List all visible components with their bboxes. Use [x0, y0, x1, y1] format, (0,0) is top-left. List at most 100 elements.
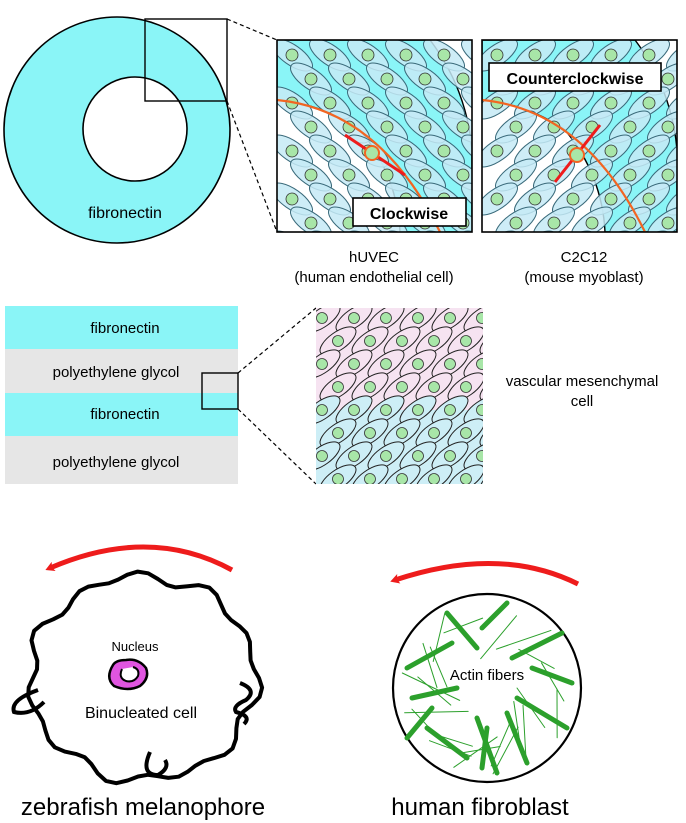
cell	[351, 372, 389, 402]
cell	[514, 182, 556, 216]
actin-fiber	[444, 610, 480, 651]
actin-fiber-thin	[518, 648, 555, 669]
cell	[316, 441, 341, 471]
binucleated-label: Binucleated cell	[85, 705, 197, 722]
cell	[681, 105, 686, 149]
cell	[423, 86, 465, 120]
fibroblast-arrow	[390, 561, 580, 587]
melanophore: Nucleus Binucleated cell zebrafish melan…	[11, 544, 265, 821]
actin-fiber	[514, 695, 570, 731]
cell	[404, 158, 446, 192]
cell	[681, 153, 686, 197]
cell	[447, 418, 483, 448]
ring-hole	[82, 76, 188, 182]
cell	[290, 62, 332, 96]
fibronectin-ring: fibronectin	[3, 16, 231, 244]
cell	[319, 464, 357, 484]
cell	[647, 206, 677, 232]
actin-fiber-thin	[401, 672, 461, 701]
actin-fiber	[409, 685, 460, 701]
cell	[681, 201, 686, 245]
cell	[277, 134, 313, 168]
cell	[415, 326, 453, 356]
cell	[415, 464, 453, 484]
actin-fiber-thin	[453, 736, 498, 768]
cell	[442, 110, 472, 144]
cell	[399, 308, 437, 333]
cell	[385, 86, 427, 120]
melanophore-lobe-bottom	[144, 751, 169, 778]
melanophore-outline	[26, 569, 265, 786]
cell	[399, 441, 437, 471]
cell	[463, 308, 483, 333]
panel2-center-nucleus	[569, 147, 585, 163]
cell	[290, 206, 332, 232]
melanophore-arrow	[45, 544, 234, 573]
caption-huvec-2: (human endothelial cell)	[294, 269, 453, 286]
actin-fiber-thin	[513, 701, 522, 750]
caption-c2c12-2: (mouse myoblast)	[524, 269, 643, 286]
cell	[399, 349, 437, 379]
cell	[277, 40, 313, 72]
zoom-line-stripe-bottom	[237, 408, 317, 485]
badge-clockwise: Clockwise	[370, 206, 448, 223]
cell	[335, 441, 373, 471]
cell	[351, 326, 389, 356]
actin-fiber-thin	[411, 708, 443, 743]
cell	[442, 62, 472, 96]
cell	[383, 326, 421, 356]
stripe-3	[5, 393, 238, 436]
stripe-1	[5, 306, 238, 349]
stripe-4	[5, 436, 238, 484]
cell	[514, 86, 556, 120]
actin-fiber	[479, 600, 510, 631]
stripe-2	[5, 349, 238, 393]
cell	[367, 308, 405, 333]
cell	[351, 418, 389, 448]
badge-counterclockwise-box	[488, 62, 662, 92]
badge-clockwise-box	[352, 197, 467, 227]
zoom-box-stripe	[201, 372, 239, 410]
actin-fiber-thin	[434, 733, 473, 747]
cell	[447, 464, 483, 484]
actin-fiber-thin	[429, 646, 448, 688]
mesenchymal-cells	[316, 308, 483, 484]
cell	[431, 308, 469, 333]
actin-fiber-thin	[516, 687, 546, 729]
actin-label: Actin fibers	[450, 667, 524, 684]
cell	[495, 206, 537, 232]
cell	[442, 158, 472, 192]
cell	[431, 349, 469, 379]
cell	[431, 441, 469, 471]
cell	[609, 158, 651, 192]
cell	[367, 349, 405, 379]
cell	[366, 158, 408, 192]
cell	[533, 206, 575, 232]
cell	[290, 158, 332, 192]
actin-fiber-thin	[432, 612, 446, 662]
cell	[328, 62, 370, 96]
zoom-line-top	[226, 18, 278, 41]
actin-fiber-thin	[443, 617, 484, 634]
actin-fiber-thin	[422, 642, 438, 689]
cell	[367, 395, 405, 425]
cell	[351, 464, 389, 484]
stripe-label-3: fibronectin	[90, 406, 159, 423]
cell	[431, 395, 469, 425]
caption-c2c12-1: C2C12	[561, 249, 608, 266]
zoom-line-bottom	[226, 100, 278, 233]
fibroblast-caption: human fibroblast	[391, 794, 569, 821]
actin-fiber	[509, 630, 565, 661]
cell	[447, 326, 483, 356]
mesenchymal-zoom: vascular mesenchymal cell	[316, 308, 658, 484]
actin-fiber-thin	[417, 676, 452, 706]
stripe-label-2: polyethylene glycol	[53, 364, 180, 381]
cell	[571, 206, 613, 232]
panel-c2c12: Counterclockwise C2C12 (mouse myoblast)	[481, 39, 686, 286]
cell	[319, 418, 357, 448]
cell	[463, 349, 483, 379]
cell	[335, 395, 373, 425]
actin-fiber-thin	[490, 719, 512, 767]
cell	[383, 418, 421, 448]
